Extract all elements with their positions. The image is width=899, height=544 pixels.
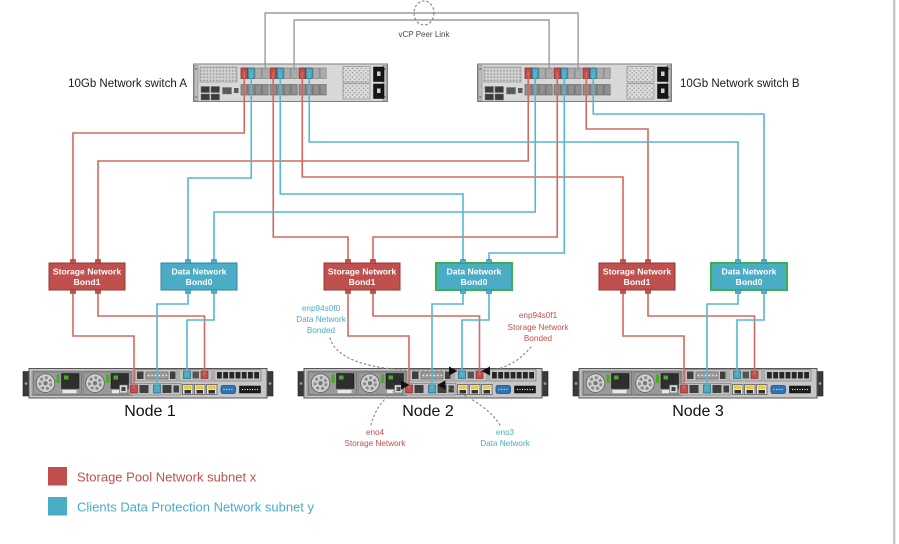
eno4-label-line1: eno4 xyxy=(366,428,385,437)
wire-storage-b-node1 xyxy=(97,72,530,263)
wire-node1-storage-right xyxy=(97,294,206,375)
legend-storage-label: Storage Pool Network subnet x xyxy=(77,470,257,485)
data-bond-label: Data Network xyxy=(172,267,227,277)
leader-enp94s0f1 xyxy=(492,346,532,371)
node3-label: Node 3 xyxy=(672,403,724,420)
wire-node2-storage-left xyxy=(347,294,410,389)
switch-b-image xyxy=(477,63,672,102)
leader-eno3 xyxy=(446,386,501,426)
data-bond-label: Data Network xyxy=(722,267,777,277)
legend-clients-label: Clients Data Protection Network subnet y xyxy=(77,500,314,515)
wire-storage-b-node3 xyxy=(585,72,649,263)
eno3-label-line1: eno3 xyxy=(496,428,515,437)
page-edge-divider xyxy=(893,0,896,544)
arrow-left-icon xyxy=(437,380,446,390)
wire-node3-data-right xyxy=(736,294,765,375)
wire-data-b-node2 xyxy=(488,72,566,263)
wire-node1-data-right xyxy=(186,294,215,375)
wire-node2-storage-right xyxy=(372,294,481,375)
data-bond-sub: Bond0 xyxy=(461,277,488,287)
node2-label: Node 2 xyxy=(402,403,454,420)
wire-node1-data-left xyxy=(156,294,189,389)
wire-node2-data-left xyxy=(431,294,464,389)
switch-a-image xyxy=(193,63,388,102)
storage-bond-sub: Bond1 xyxy=(624,277,651,287)
storage-bond-sub: Bond1 xyxy=(349,277,376,287)
data-bond-label: Data Network xyxy=(447,267,502,277)
wire-data-a-node2 xyxy=(279,72,464,263)
storage-bond-label: Storage Network xyxy=(603,267,672,277)
node1-label: Node 1 xyxy=(124,403,176,420)
wire-storage-a-node1 xyxy=(72,72,246,263)
legend-storage-swatch xyxy=(48,467,67,486)
vcp-peer-link: vCP Peer Link xyxy=(264,0,579,71)
enp94s0f1-label-line1: enp94s0f1 xyxy=(519,311,558,320)
enp94s0f1-label-line3: Bonded xyxy=(524,334,553,343)
wire-storage-a-node2 xyxy=(272,72,349,263)
storage-bond-label: Storage Network xyxy=(53,267,122,277)
server-node1-image xyxy=(21,367,275,400)
wire-data-a-node1 xyxy=(187,72,253,263)
storage-bond-label: Storage Network xyxy=(328,267,397,277)
storage-bond-box-node2 xyxy=(323,262,401,291)
switch-b-label: 10Gb Network switch B xyxy=(680,78,800,90)
data-bond-sub: Bond0 xyxy=(186,277,213,287)
annotation-labels: enp94s0f0 Data Network Bonded enp94s0f1 … xyxy=(296,304,569,448)
bond-port-tabs xyxy=(70,259,767,294)
server-node2-image xyxy=(296,367,550,400)
switch-a-label: 10Gb Network switch A xyxy=(68,78,187,90)
peer-link-ellipse-icon xyxy=(413,0,435,26)
wire-node2-data-right xyxy=(461,294,490,375)
wire-node1-storage-left xyxy=(72,294,135,389)
peer-link-stubs xyxy=(264,64,579,71)
peer-link-outer-line xyxy=(264,12,579,71)
arrow-right-icon xyxy=(449,366,458,376)
node2-port-callouts xyxy=(329,337,532,426)
peer-link-inner-line xyxy=(293,19,550,71)
wire-node3-storage-right xyxy=(647,294,756,375)
wire-storage-a-node3 xyxy=(301,72,624,263)
data-bond-box-node1 xyxy=(160,262,238,291)
legend: Storage Pool Network subnet x Clients Da… xyxy=(48,467,314,516)
storage-bond-sub: Bond1 xyxy=(74,277,101,287)
wire-data-b-node3 xyxy=(592,72,765,263)
bond-to-server-wires xyxy=(72,294,765,389)
leader-eno4 xyxy=(370,387,400,426)
wire-node3-storage-left xyxy=(622,294,685,389)
peer-link-label: vCP Peer Link xyxy=(399,30,451,39)
enp94s0f0-label-line1: enp94s0f0 xyxy=(302,304,341,313)
storage-bond-box-node1 xyxy=(48,262,126,291)
data-bond-box-node2 xyxy=(435,262,513,291)
leader-enp94s0f0 xyxy=(329,337,447,372)
enp94s0f0-label-line3: Bonded xyxy=(307,326,336,335)
legend-clients-swatch xyxy=(48,497,67,516)
wire-storage-b-node2 xyxy=(372,72,559,263)
wire-data-a-node3 xyxy=(308,72,739,263)
enp94s0f1-label-line2: Storage Network xyxy=(508,323,570,332)
storage-bond-box-node3 xyxy=(598,262,676,291)
switch-to-bond-wires xyxy=(72,72,765,263)
wire-node3-data-left xyxy=(706,294,739,389)
bond-boxes: Storage Network Bond1 Data Network Bond0… xyxy=(48,259,788,294)
data-bond-box-node3 xyxy=(710,262,788,291)
enp94s0f0-label-line2: Data Network xyxy=(296,315,347,324)
eno3-label-line2: Data Network xyxy=(480,439,531,448)
arrow-right-icon xyxy=(401,380,410,390)
data-bond-sub: Bond0 xyxy=(736,277,763,287)
eno4-label-line2: Storage Network xyxy=(345,439,407,448)
arrow-left-icon xyxy=(481,366,490,376)
server-node3-image xyxy=(571,367,825,400)
